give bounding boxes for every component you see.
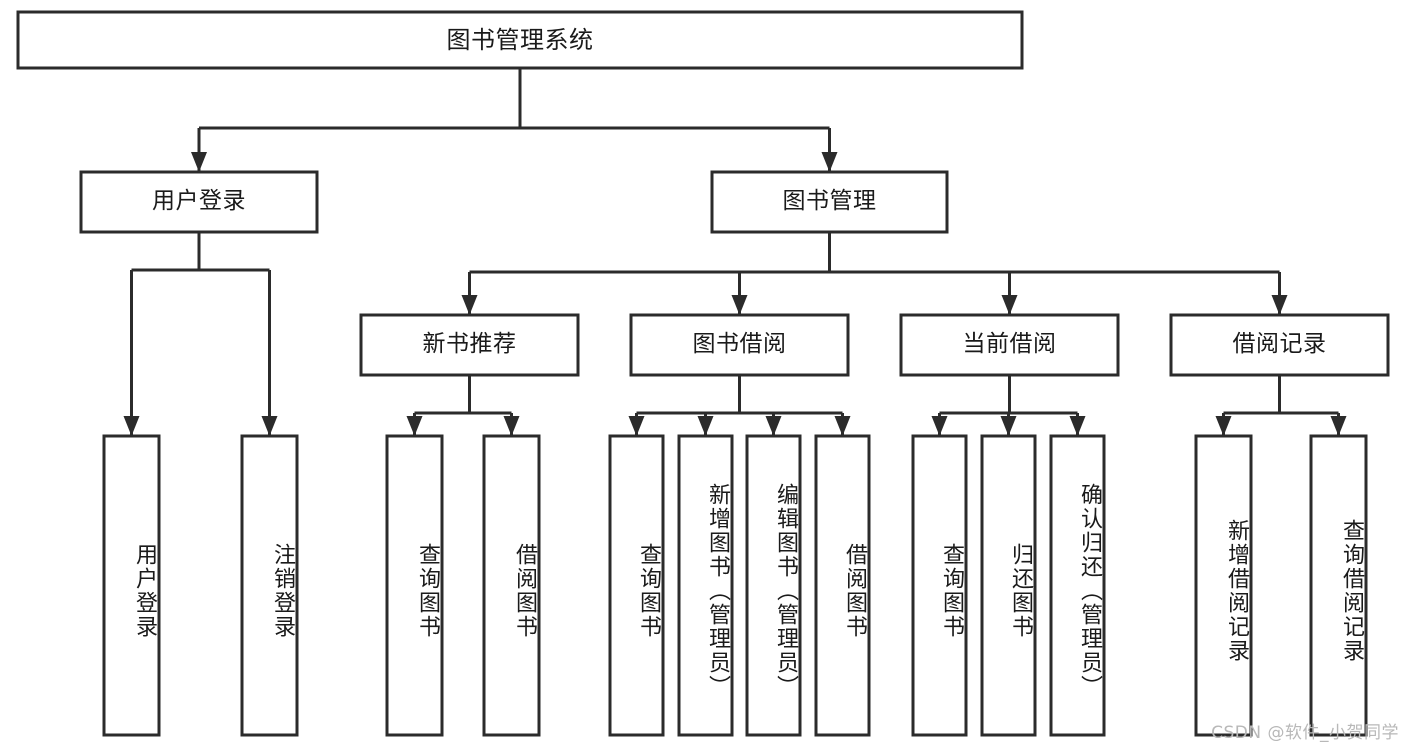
arrow-head-icon-leaf-query-book-borrow — [628, 416, 645, 436]
arrow-head-icon-book-borrow — [731, 295, 748, 315]
connector-layer — [123, 68, 1347, 436]
node-box-leaf-add-borrow-record[interactable] — [1194, 434, 1253, 737]
node-box-leaf-query-borrow-record[interactable] — [1309, 434, 1368, 737]
node-box-leaf-return-book[interactable] — [980, 434, 1037, 737]
arrow-head-icon-leaf-return-book — [1000, 416, 1017, 436]
arrow-head-icon-leaf-add-borrow-record — [1215, 416, 1232, 436]
arrow-head-icon-new-book-recommend — [461, 295, 478, 315]
watermark: CSDN @软件_小贺同学 — [1211, 723, 1399, 743]
box-layer — [16, 10, 1390, 737]
arrow-head-icon-book-management — [821, 152, 838, 172]
arrow-head-icon-leaf-query-book-current — [931, 416, 948, 436]
node-box-borrow-record[interactable] — [1169, 313, 1390, 377]
node-box-root[interactable] — [16, 10, 1024, 70]
node-box-leaf-borrow-book-recommend[interactable] — [482, 434, 541, 737]
node-box-book-borrow[interactable] — [629, 313, 850, 377]
arrow-head-icon-user-login — [191, 152, 207, 172]
node-box-leaf-user-login[interactable] — [102, 434, 161, 737]
node-box-user-login[interactable] — [79, 170, 319, 234]
node-box-leaf-borrow-book[interactable] — [814, 434, 871, 737]
node-box-leaf-confirm-return[interactable] — [1049, 434, 1106, 737]
node-box-leaf-query-book-borrow[interactable] — [608, 434, 665, 737]
arrow-head-icon-borrow-record — [1271, 295, 1288, 315]
arrow-head-icon-leaf-borrow-book-recommend — [503, 416, 520, 436]
node-box-leaf-query-book-recommend[interactable] — [385, 434, 444, 737]
arrow-head-icon-leaf-borrow-book — [834, 416, 851, 436]
node-box-current-borrow[interactable] — [899, 313, 1120, 377]
node-box-book-management[interactable] — [710, 170, 949, 234]
node-box-leaf-query-book-current[interactable] — [911, 434, 968, 737]
arrow-head-icon-leaf-add-book — [697, 416, 714, 436]
node-box-leaf-user-logout[interactable] — [240, 434, 299, 737]
arrow-head-icon-leaf-user-login — [123, 416, 140, 436]
arrow-head-icon-leaf-user-logout — [261, 416, 278, 436]
arrow-head-icon-current-borrow — [1001, 295, 1018, 315]
node-box-leaf-add-book[interactable] — [677, 434, 734, 737]
arrow-head-icon-leaf-query-book-recommend — [406, 416, 423, 436]
node-box-leaf-edit-book[interactable] — [745, 434, 802, 737]
arrow-head-icon-leaf-confirm-return — [1069, 416, 1086, 436]
node-box-new-book-recommend[interactable] — [359, 313, 580, 377]
arrow-head-icon-leaf-edit-book — [765, 416, 782, 436]
arrow-head-icon-leaf-query-borrow-record — [1330, 416, 1347, 436]
